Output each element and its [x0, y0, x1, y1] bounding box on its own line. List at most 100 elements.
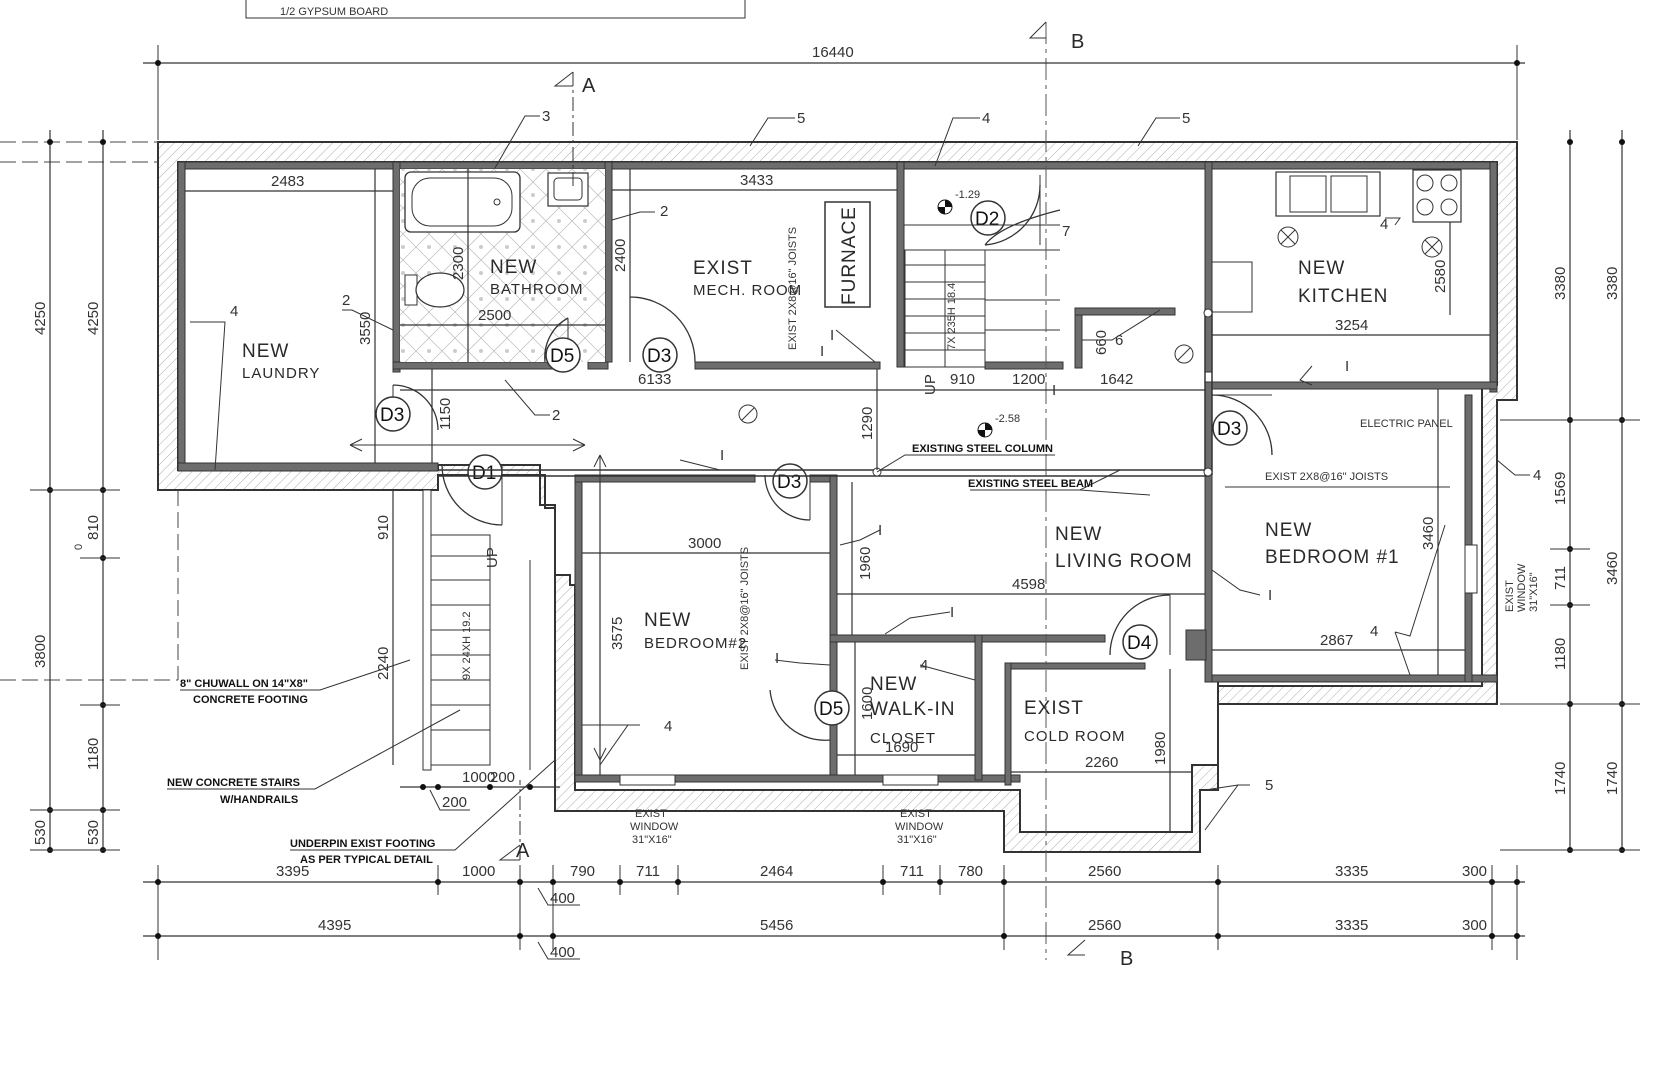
- label-i-1: I: [830, 327, 834, 344]
- dim-left-inner-2: 810: [85, 515, 102, 540]
- dim-bottom-1-5: 2464: [760, 863, 793, 880]
- note-win2-2: WINDOW: [895, 821, 944, 833]
- dim-living-h: 1960: [857, 547, 874, 580]
- dim-kitchen-w: 3254: [1335, 317, 1368, 334]
- leader-4f: 4: [664, 718, 672, 735]
- dim-bottom-small-2: 400: [550, 944, 575, 961]
- dim-right-outer-2: 3460: [1604, 552, 1621, 585]
- light-fixture-icon: [1211, 226, 1443, 313]
- top-dimension: 16440: [143, 44, 1525, 140]
- dim-wall-660: 660: [1093, 330, 1110, 355]
- leader-callouts: 3 5 4 5 2 2 2 4 7 6 4 4 4 4 4 5: [190, 108, 1541, 831]
- dim-bottom-1-4: 711: [636, 863, 660, 880]
- section-a-bottom: A: [516, 840, 530, 862]
- kitchen-label-2: KITCHEN: [1298, 286, 1388, 307]
- dim-bottom-1-2: 1000: [462, 863, 495, 880]
- dim-bottom-2-2: 5456: [760, 917, 793, 934]
- laundry-label-1: NEW: [242, 341, 289, 362]
- dim-right-outer-1: 3380: [1604, 267, 1621, 300]
- label-i-4: I: [878, 522, 882, 539]
- dim-bed2-w: 3000: [688, 535, 721, 552]
- note-underpin-1: UNDERPIN EXIST FOOTING: [290, 838, 435, 850]
- note-underpin-2: AS PER TYPICAL DETAIL: [300, 854, 433, 866]
- dim-right-inner-3: 711: [1552, 566, 1569, 590]
- bathtub-icon: [404, 171, 521, 233]
- door-tags: D5 D3 D2 D3 D1 D3 D3 D4 D5: [375, 200, 1248, 726]
- door-tag-d2: [970, 200, 1006, 236]
- toilet-icon: [404, 272, 465, 308]
- closet-label-3: CLOSET: [870, 730, 936, 747]
- note-stairs-top: 7X 235H 18.4: [946, 283, 958, 350]
- dim-bottom-1-9: 3335: [1335, 863, 1368, 880]
- dim-living-w: 4598: [1012, 576, 1045, 593]
- kitchen-sink-icon: [1275, 171, 1381, 217]
- dim-bath-w: 2500: [478, 307, 511, 324]
- label-i-7: I: [775, 650, 779, 667]
- door-tag-d3-c: [772, 463, 808, 499]
- leader-2b: 2: [342, 292, 350, 309]
- dim-bath-h: 2300: [450, 247, 467, 280]
- dim-bottom-1-8: 2560: [1088, 863, 1121, 880]
- door-tag-d1-label: D1: [472, 463, 496, 484]
- stove-icon: [1412, 169, 1462, 223]
- bottom-dimensions: 3395 1000 790 711 2464 711 780 2560 3335…: [143, 863, 1525, 961]
- dim-bottom-1-6: 711: [900, 863, 924, 880]
- header-note: 1/2 GYPSUM BOARD: [280, 6, 388, 18]
- door-tag-d1: [467, 454, 503, 490]
- note-win3-1: EXIST: [1504, 580, 1516, 612]
- dim-right-inner-1: 3380: [1552, 267, 1569, 300]
- door-tag-d3-b-label: D3: [380, 405, 404, 426]
- dim-kitchen-h: 2580: [1432, 260, 1449, 293]
- note-up-left: UP: [484, 547, 501, 568]
- dim-left-outer-3: 530: [32, 820, 49, 845]
- kitchen-label-1: NEW: [1298, 258, 1345, 279]
- dim-right-inner-5: 1740: [1552, 762, 1569, 795]
- dim-hall-w: 6133: [638, 371, 671, 388]
- dim-bottom-1-10: 300: [1462, 863, 1487, 880]
- dim-bed2-h: 3575: [609, 617, 626, 650]
- door-tag-d5-b-label: D5: [819, 699, 843, 720]
- leader-3: 3: [542, 108, 550, 125]
- leader-4e: 4: [1370, 623, 1378, 640]
- laundry-label-2: LAUNDRY: [242, 365, 320, 382]
- section-a-top: A: [582, 75, 596, 97]
- closet-label-2: WALK-IN: [870, 699, 955, 720]
- label-i-8: I: [1052, 382, 1056, 399]
- dim-corr-a: 910: [950, 371, 975, 388]
- dim-stair-1000: 1000: [462, 769, 495, 786]
- leader-5a: 5: [797, 110, 805, 127]
- door-tag-d3-b: [375, 396, 411, 432]
- dim-right-inner-4: 1180: [1552, 638, 1569, 670]
- outer-walls: [157, 141, 1518, 853]
- dim-right-inner-2: 1569: [1552, 472, 1569, 505]
- leader-4b: 4: [230, 303, 238, 320]
- dim-bottom-1-7: 780: [958, 863, 983, 880]
- dim-mech-h: 2400: [612, 239, 629, 272]
- door-tag-d5-a-label: D5: [550, 346, 574, 367]
- door-tag-d3-d: [1212, 410, 1248, 446]
- dim-bed1-w: 2867: [1320, 632, 1353, 649]
- leader-4c: 4: [1380, 216, 1388, 233]
- living-label-1: NEW: [1055, 524, 1102, 545]
- bedroom2-label-2: BEDROOM#2: [644, 635, 747, 652]
- dim-left-inner-1: 4250: [85, 302, 102, 335]
- dim-stair-a: 910: [375, 515, 392, 540]
- steel-beam: [438, 308, 1213, 477]
- bathroom-label-1: NEW: [490, 257, 537, 278]
- leader-6: 6: [1115, 332, 1123, 349]
- note-joists-bed1: EXIST 2X8@16" JOISTS: [1265, 471, 1388, 483]
- label-i-5: I: [950, 604, 954, 621]
- note-steel-column: EXISTING STEEL COLUMN: [912, 443, 1053, 455]
- dim-left-inner-4: 530: [85, 820, 102, 845]
- note-joists-mech: EXIST 2X8@16" JOISTS: [787, 227, 799, 350]
- dim-bed1-h: 3460: [1420, 517, 1437, 550]
- dim-corr-c: 1642: [1100, 371, 1133, 388]
- dim-bottom-1-3: 790: [570, 863, 595, 880]
- note-win3-3: 31"X16": [1528, 572, 1540, 612]
- stair-dimension: 200 1000 200: [400, 769, 560, 811]
- dim-overall-top: 16440: [812, 44, 854, 61]
- dim-stair-200: 200: [442, 794, 467, 811]
- section-b-top: B: [1071, 31, 1084, 53]
- door-tag-d3-d-label: D3: [1217, 419, 1241, 440]
- right-dimensions: 3380 1569 711 1180 1740 3380 3460 1740: [1500, 130, 1640, 853]
